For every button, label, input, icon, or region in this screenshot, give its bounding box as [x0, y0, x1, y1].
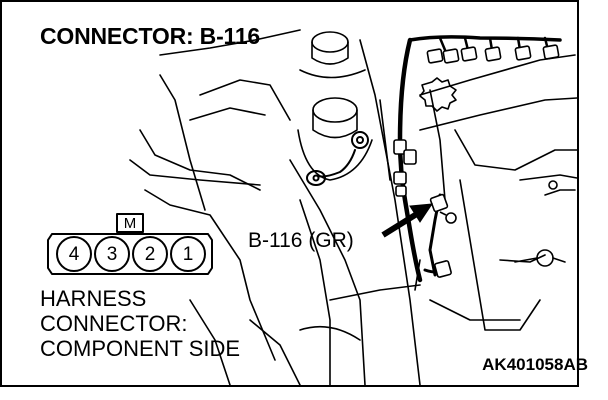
- outer-border: [0, 0, 579, 387]
- pin-label-3: 3: [106, 244, 118, 265]
- harness-caption-line: CONNECTOR:: [40, 311, 188, 336]
- sensor: [439, 211, 457, 224]
- pin-label-4: 4: [68, 244, 80, 265]
- connector-key-label: M: [123, 215, 137, 232]
- harness-caption-line: COMPONENT SIDE: [40, 336, 241, 361]
- callout-label: B-116 (GR): [248, 229, 354, 252]
- wiring-harness: [397, 35, 562, 283]
- pin-label-2: 2: [144, 244, 156, 265]
- engine-line-art: [129, 29, 578, 386]
- harness-connectors: [393, 139, 452, 278]
- top-connectors: [426, 44, 560, 64]
- harness-caption: HARNESS CONNECTOR: COMPONENT SIDE: [40, 286, 240, 361]
- figure-code: AK401058AB: [482, 355, 588, 374]
- ground-terminal: [306, 131, 369, 186]
- connector-face: [47, 213, 213, 275]
- pin-label-1: 1: [182, 244, 194, 265]
- diagram-title: CONNECTOR: B-116: [40, 23, 261, 49]
- callout-arrow: [381, 203, 433, 238]
- harness-caption-line: HARNESS: [40, 286, 147, 311]
